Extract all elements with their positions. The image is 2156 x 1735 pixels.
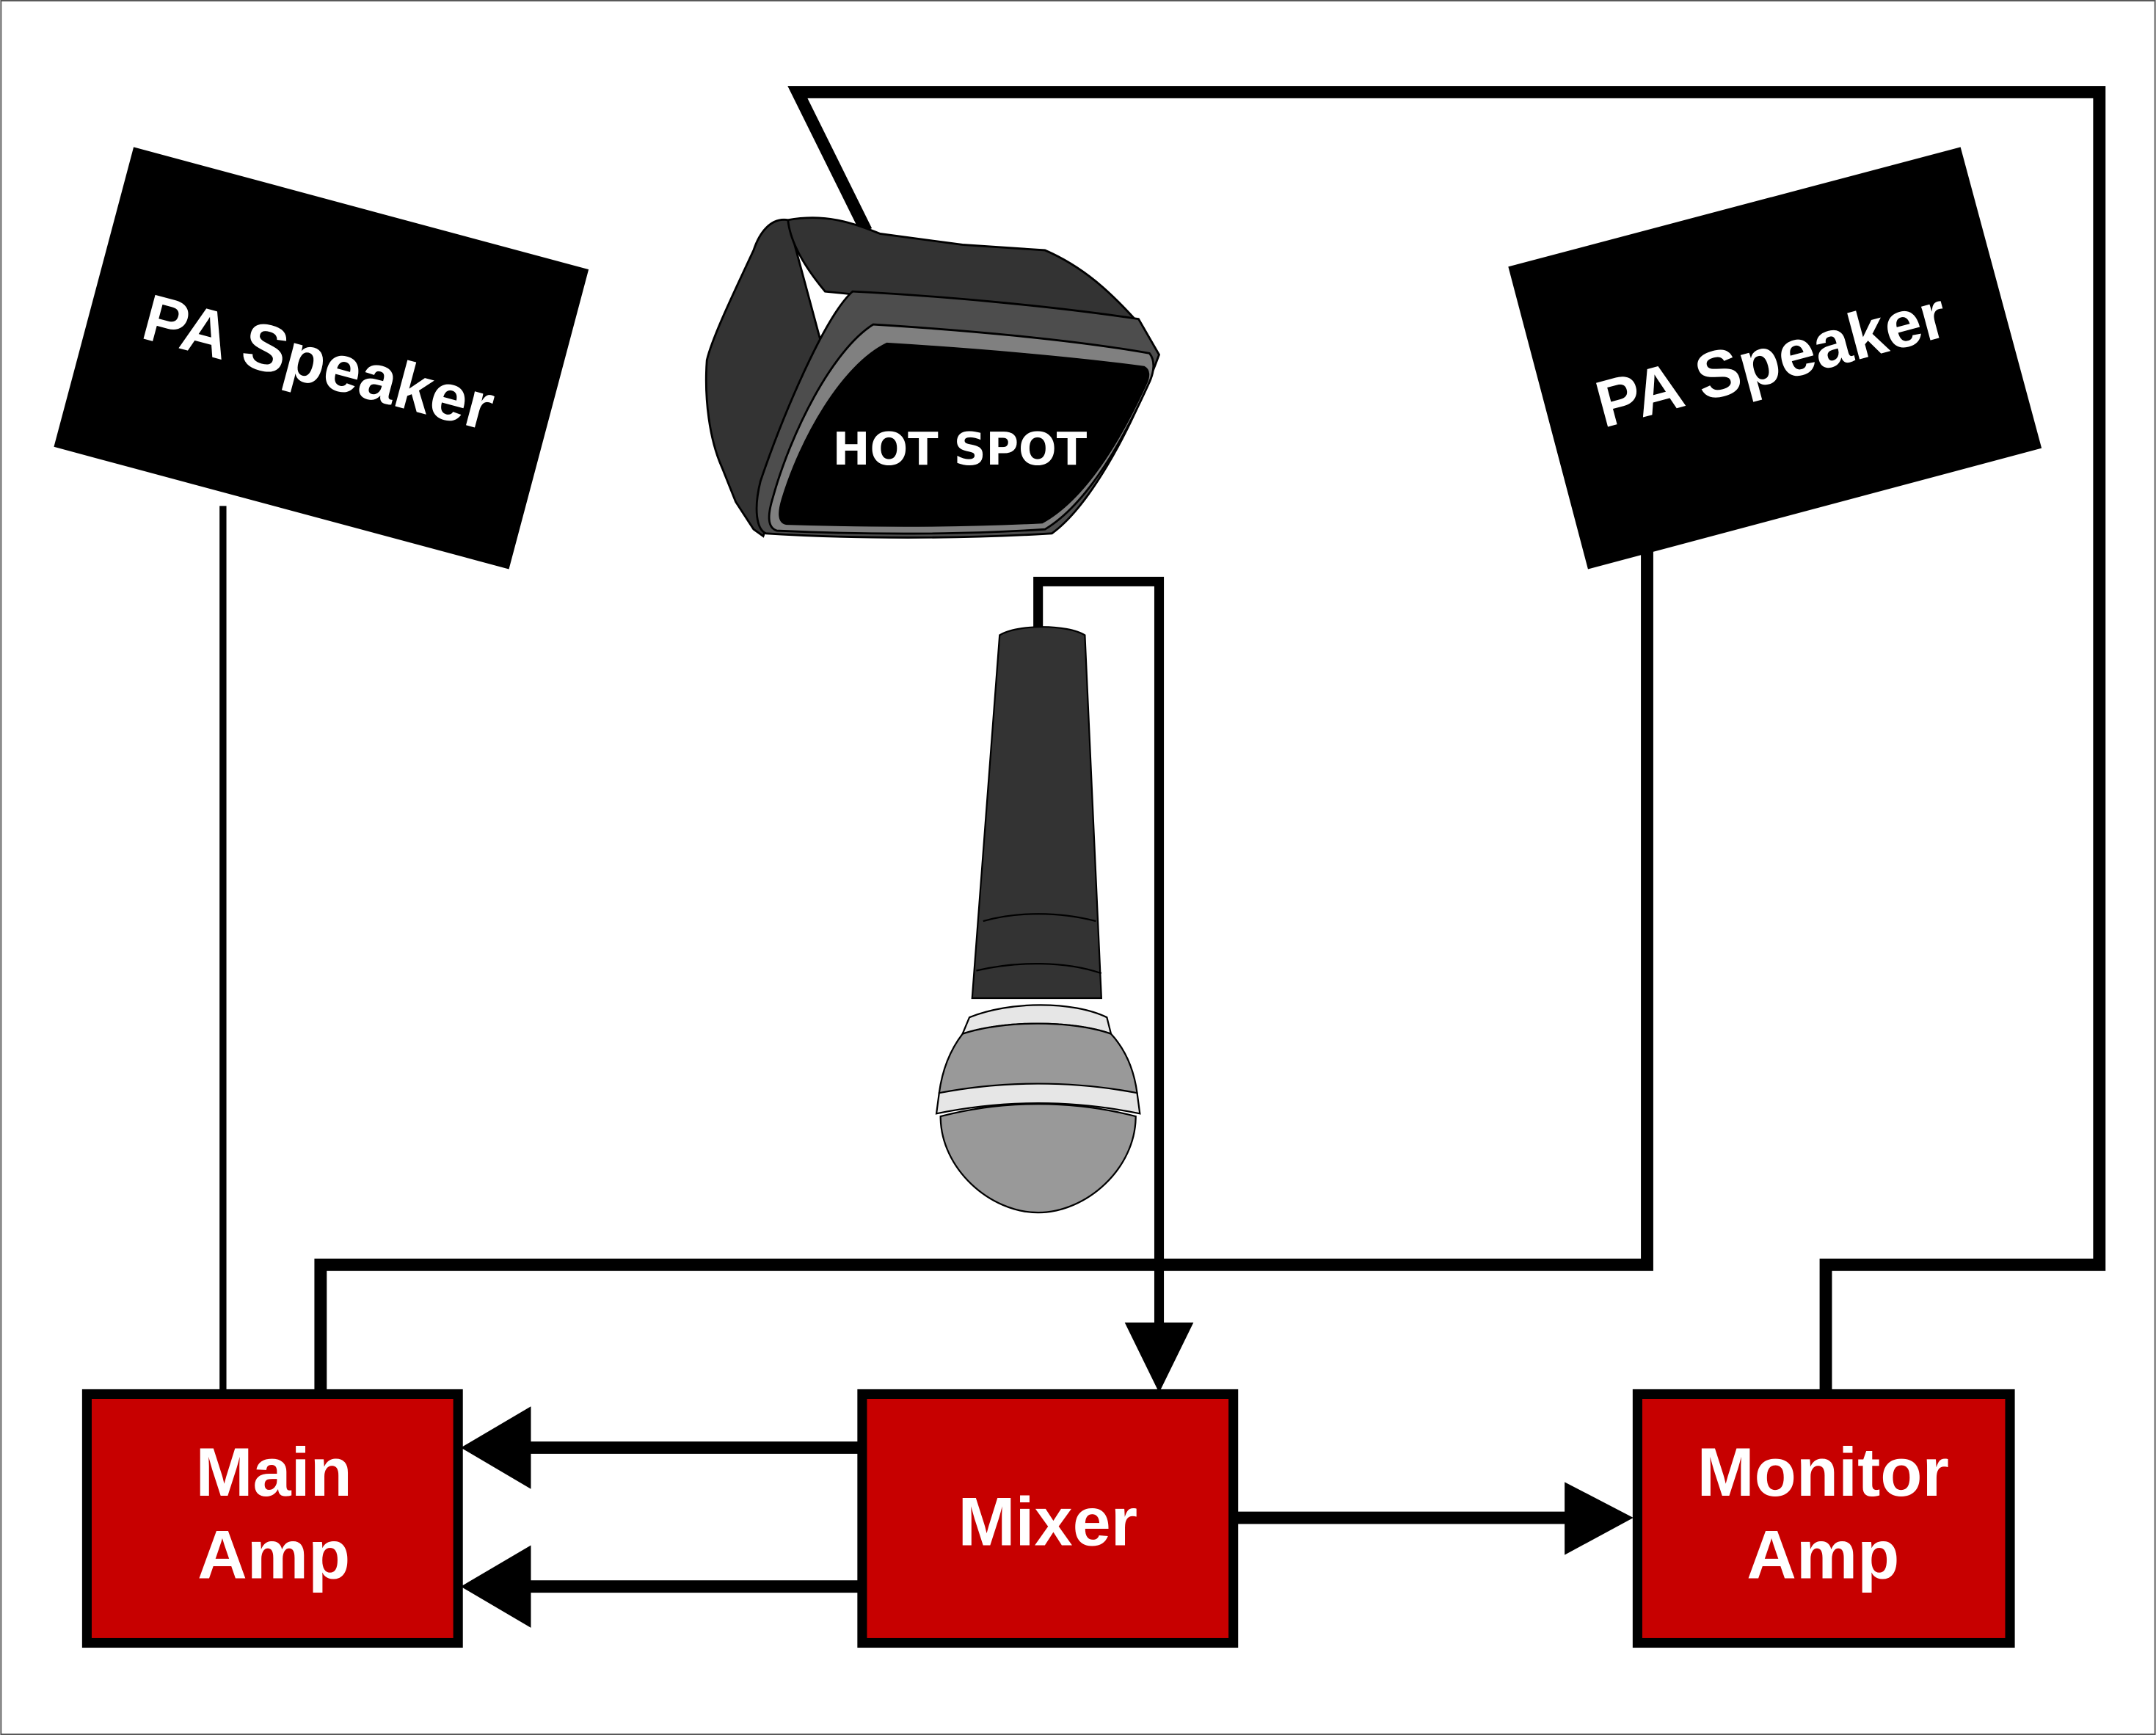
monitor-amp-label-line2: Amp xyxy=(1747,1516,1899,1593)
hotspot-body xyxy=(704,218,826,538)
monitor-amp-label-line1: Monitor xyxy=(1697,1433,1949,1510)
wire-mic-to-mixer xyxy=(1033,576,1165,1323)
microphone-icon xyxy=(935,626,1141,1214)
arrow-into-monitor-amp xyxy=(1565,1482,1634,1555)
main-amp-box: Main Amp xyxy=(81,1389,463,1648)
wire-main-amp-to-right-speaker xyxy=(314,550,1653,1393)
arrow-into-mixer xyxy=(1124,1323,1194,1393)
mic-grille-bottom xyxy=(939,1103,1137,1214)
mixer-label: Mixer xyxy=(958,1483,1137,1560)
pa-speaker-left: PA Speaker xyxy=(54,147,589,570)
arrow-into-main-amp-1 xyxy=(460,1406,531,1489)
hotspot-top xyxy=(787,217,1141,324)
hotspot-monitor: HOT SPOT xyxy=(704,217,1161,539)
mixer-box: Mixer xyxy=(857,1389,1239,1648)
wires xyxy=(219,86,2106,1593)
mic-band-2 xyxy=(976,963,1102,975)
mic-handle xyxy=(971,626,1103,1000)
monitor-amp-box: Monitor Amp xyxy=(1632,1389,2015,1648)
mic-lower-ring xyxy=(935,1083,1141,1115)
wire-monitor-amp-to-hotspot xyxy=(787,86,2106,1393)
mic-grille-top xyxy=(938,1022,1138,1094)
pa-speaker-right: PA Speaker xyxy=(1508,147,2042,570)
hotspot-label: HOT SPOT xyxy=(833,423,1088,476)
hotspot-screen xyxy=(779,342,1150,527)
arrow-into-main-amp-2 xyxy=(460,1545,531,1628)
mic-band-1 xyxy=(983,913,1096,923)
main-amp-label-line1: Main xyxy=(195,1433,352,1510)
main-amp-label-line2: Amp xyxy=(197,1516,350,1593)
